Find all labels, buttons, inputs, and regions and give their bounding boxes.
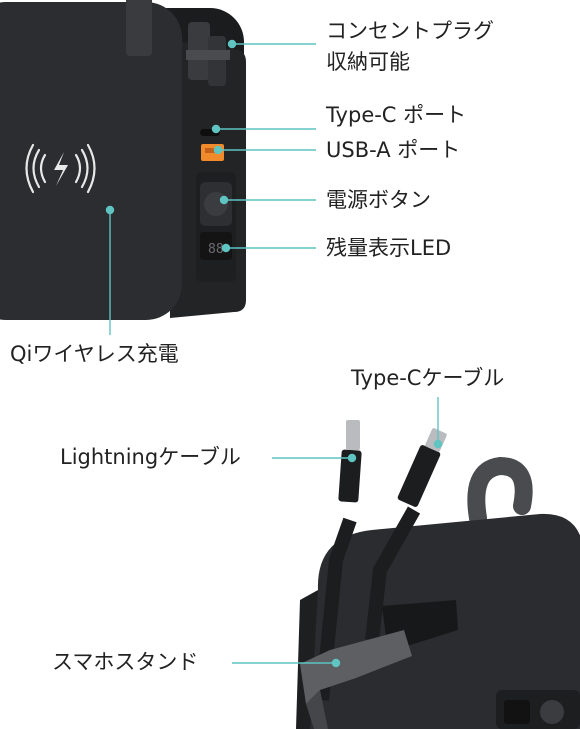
label-plug-line2: 収納可能 [326, 50, 410, 74]
label-type-c-port: Type-C ポート [326, 103, 467, 127]
leader-lines [105, 39, 443, 668]
charger-top-view: 88 [0, 0, 246, 320]
device-face [0, 2, 182, 320]
type-c-cable [365, 506, 421, 641]
label-stand: スマホスタンド [52, 650, 199, 674]
label-lightning-cable: Lightningケーブル [60, 445, 241, 469]
strap-loop [467, 456, 533, 527]
svg-text:88: 88 [208, 242, 224, 257]
charger-bottom-view [296, 420, 580, 729]
label-qi: Qiワイヤレス充電 [10, 342, 179, 366]
plug-prongs [126, 0, 230, 86]
label-type-c-cable: Type-Cケーブル [351, 366, 505, 390]
label-usb-a-port: USB-A ポート [326, 138, 461, 162]
label-plug-line1: コンセントプラグ [326, 19, 494, 43]
wireless-charging-icon [25, 143, 96, 194]
phone-stand [300, 630, 412, 704]
led-display-shape [200, 232, 232, 260]
label-power-button: 電源ボタン [326, 188, 431, 212]
label-led: 残量表示LED [326, 236, 452, 260]
